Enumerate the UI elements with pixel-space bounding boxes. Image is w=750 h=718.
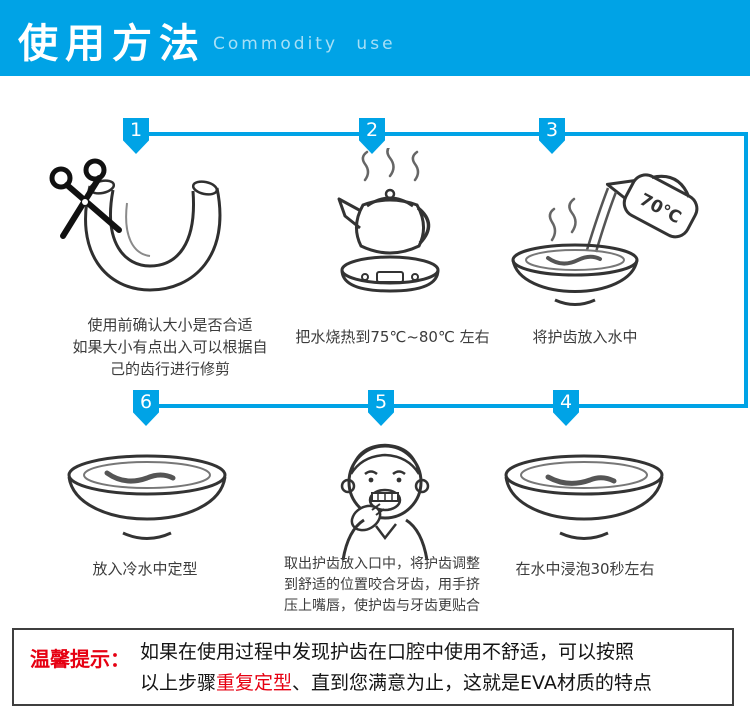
step-marker-5: 5 [368,390,394,426]
step-marker-3: 3 [539,118,565,154]
step-number-1: 1 [129,119,143,141]
notice-label: 温馨提示： [30,647,130,671]
pouring-kettle-bowl-icon: 70℃ [511,173,699,306]
header: 使用方法 Commodity use [0,0,750,76]
step3-caption: 将护齿放入水中 [505,326,665,348]
step4-caption: 在水中浸泡30秒左右 [495,558,675,580]
notice-line2-prefix: 以上步骤 [140,672,217,694]
kettle-heating-icon [337,148,440,293]
step1-caption: 使用前确认大小是否合适 如果大小有点出入可以根据自 己的齿行进行修剪 [30,314,310,380]
caption-line: 放入冷水中定型 [92,560,198,578]
caption-line: 如果大小有点出入可以根据自 [72,338,268,356]
notice-line2-suffix: 、直到您满意为止，这就是EVA材质的特点 [292,672,652,694]
caption-line: 使用前确认大小是否合适 [87,316,253,334]
page-title: 使用方法 [18,21,206,67]
boy-fitting-mouthguard-icon [340,443,430,561]
caption-line: 到舒适的位置咬合牙齿，用手挤 [284,577,480,593]
flow-line-top [136,132,748,136]
step-marker-6: 6 [133,390,159,426]
cold-water-bowl-icon [67,454,227,540]
step-marker-4: 4 [553,390,579,426]
step6-caption: 放入冷水中定型 [55,558,235,580]
flow-line-bottom [146,404,748,408]
step-number-4: 4 [559,391,573,413]
step-number-6: 6 [139,391,153,413]
caption-line: 压上嘴唇，使护齿与牙齿更贴合 [284,598,480,614]
caption-line: 把水烧热到75℃~80℃ 左右 [295,328,490,346]
caption-line: 己的齿行进行修剪 [109,360,230,378]
step-number-2: 2 [365,119,379,141]
caption-line: 将护齿放入水中 [532,328,638,346]
step-marker-1: 1 [123,118,149,154]
caption-line: 取出护齿放入口中，将护齿调整 [284,556,480,572]
scissors-mouthguard-icon [49,158,222,292]
step-number-5: 5 [374,391,388,413]
step5-caption: 取出护齿放入口中，将护齿调整 到舒适的位置咬合牙齿，用手挤 压上嘴唇，使护齿与牙… [273,554,491,617]
notice-text: 如果在使用过程中发现护齿在口腔中使用不舒适，可以按照 以上步骤重复定型、直到您满… [140,637,732,699]
notice-line2-highlight: 重复定型 [216,672,293,694]
step2-caption: 把水烧热到75℃~80℃ 左右 [285,326,500,348]
notice-line1: 如果在使用过程中发现护齿在口腔中使用不舒适，可以按照 [140,641,635,663]
flow-line-right [744,132,748,408]
notice-box: 温馨提示： 如果在使用过程中发现护齿在口腔中使用不舒适，可以按照 以上步骤重复定… [12,628,734,706]
caption-line: 在水中浸泡30秒左右 [515,560,655,578]
step-number-3: 3 [545,119,559,141]
page-subtitle: Commodity use [213,34,396,54]
soaking-bowl-icon [504,454,664,540]
